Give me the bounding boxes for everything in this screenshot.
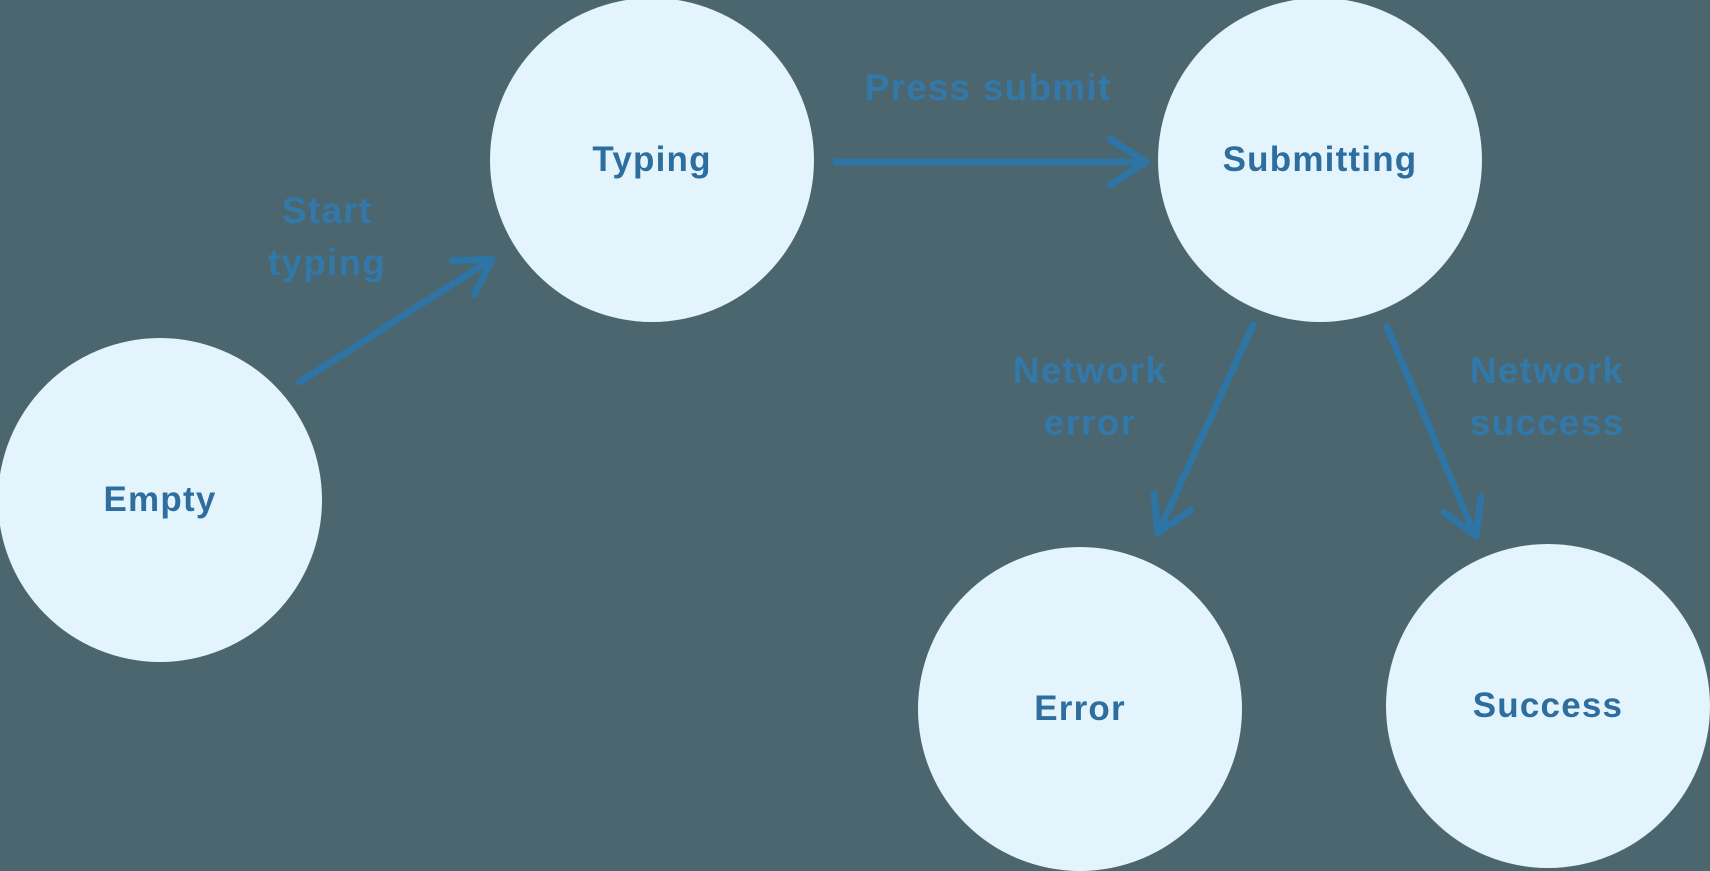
state-label-success: Success xyxy=(1472,686,1624,725)
edge-label-start-typing: Start typing xyxy=(268,185,386,289)
state-label-typing: Typing xyxy=(592,140,712,179)
edge-label-line: Network xyxy=(1012,350,1168,391)
state-label-empty: Empty xyxy=(103,480,217,519)
arrowhead-press-submit-icon xyxy=(1106,135,1150,189)
edge-label-line: success xyxy=(1469,402,1625,443)
edge-label-line: error xyxy=(1043,402,1137,443)
edge-press-submit xyxy=(832,135,1150,189)
state-node-success: Success xyxy=(1386,544,1710,868)
state-label-error: Error xyxy=(1034,689,1126,728)
edge-label-network-error: Network error xyxy=(1013,345,1167,449)
state-node-error: Error xyxy=(918,547,1242,871)
state-node-empty: Empty xyxy=(0,338,322,662)
edge-label-network-success: Network success xyxy=(1470,345,1624,449)
edge-label-press-submit: Press submit xyxy=(865,62,1112,114)
state-label-submitting: Submitting xyxy=(1222,140,1418,179)
edge-label-line: Network xyxy=(1469,350,1625,391)
arrowhead-network-success-icon xyxy=(1440,493,1485,540)
edge-start-typing xyxy=(296,255,496,386)
edge-line-network-error xyxy=(1155,321,1257,535)
arrowhead-start-typing-icon xyxy=(449,255,496,298)
arrowhead-network-error-icon xyxy=(1150,490,1194,537)
edge-network-error xyxy=(1150,321,1257,537)
edge-line-start-typing xyxy=(296,256,494,386)
edge-label-line: Start xyxy=(281,190,373,231)
edge-label-line: Press submit xyxy=(864,67,1112,108)
edge-label-line: typing xyxy=(267,242,387,283)
state-node-typing: Typing xyxy=(490,0,814,322)
state-node-submitting: Submitting xyxy=(1158,0,1482,322)
edge-line-network-success xyxy=(1383,323,1478,537)
edge-network-success xyxy=(1383,323,1485,540)
